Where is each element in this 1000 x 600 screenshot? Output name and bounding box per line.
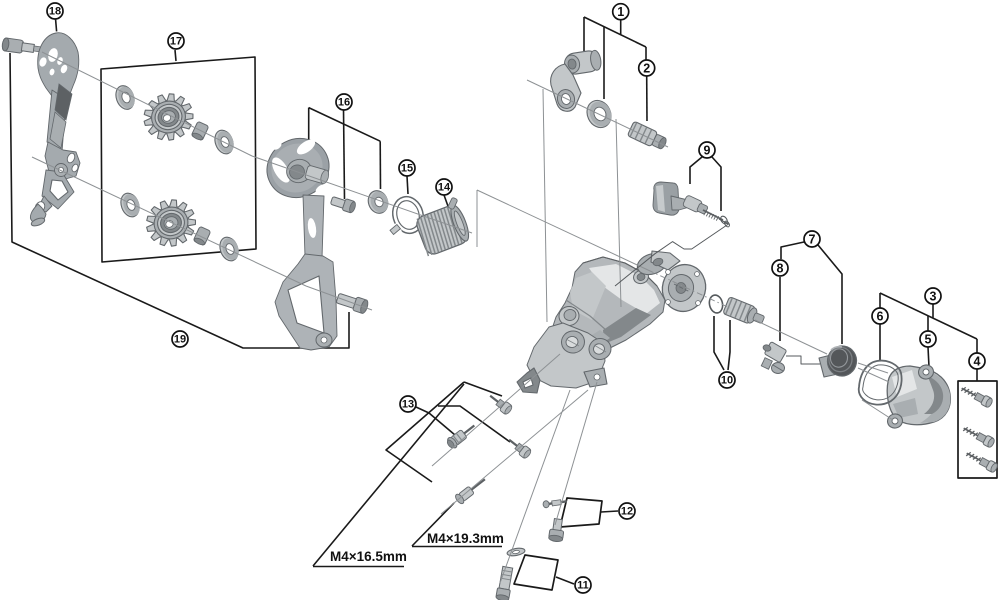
svg-text:16: 16 bbox=[338, 97, 350, 109]
svg-text:5: 5 bbox=[925, 333, 932, 347]
svg-text:14: 14 bbox=[438, 182, 451, 194]
svg-text:11: 11 bbox=[577, 580, 589, 592]
svg-text:13: 13 bbox=[402, 399, 414, 411]
svg-text:3: 3 bbox=[930, 290, 937, 304]
svg-text:15: 15 bbox=[401, 163, 413, 175]
svg-text:17: 17 bbox=[170, 36, 182, 48]
svg-text:18: 18 bbox=[49, 6, 61, 18]
svg-text:M4×16.5mm: M4×16.5mm bbox=[330, 549, 407, 564]
svg-text:19: 19 bbox=[174, 334, 186, 346]
svg-text:8: 8 bbox=[777, 262, 784, 276]
svg-text:4: 4 bbox=[974, 355, 981, 369]
svg-text:12: 12 bbox=[621, 506, 633, 518]
svg-text:1: 1 bbox=[617, 5, 624, 19]
svg-text:9: 9 bbox=[704, 144, 711, 158]
svg-text:7: 7 bbox=[809, 233, 816, 247]
svg-text:10: 10 bbox=[721, 375, 733, 387]
svg-text:6: 6 bbox=[877, 310, 884, 324]
svg-text:2: 2 bbox=[643, 62, 650, 76]
svg-text:M4×19.3mm: M4×19.3mm bbox=[427, 531, 504, 546]
